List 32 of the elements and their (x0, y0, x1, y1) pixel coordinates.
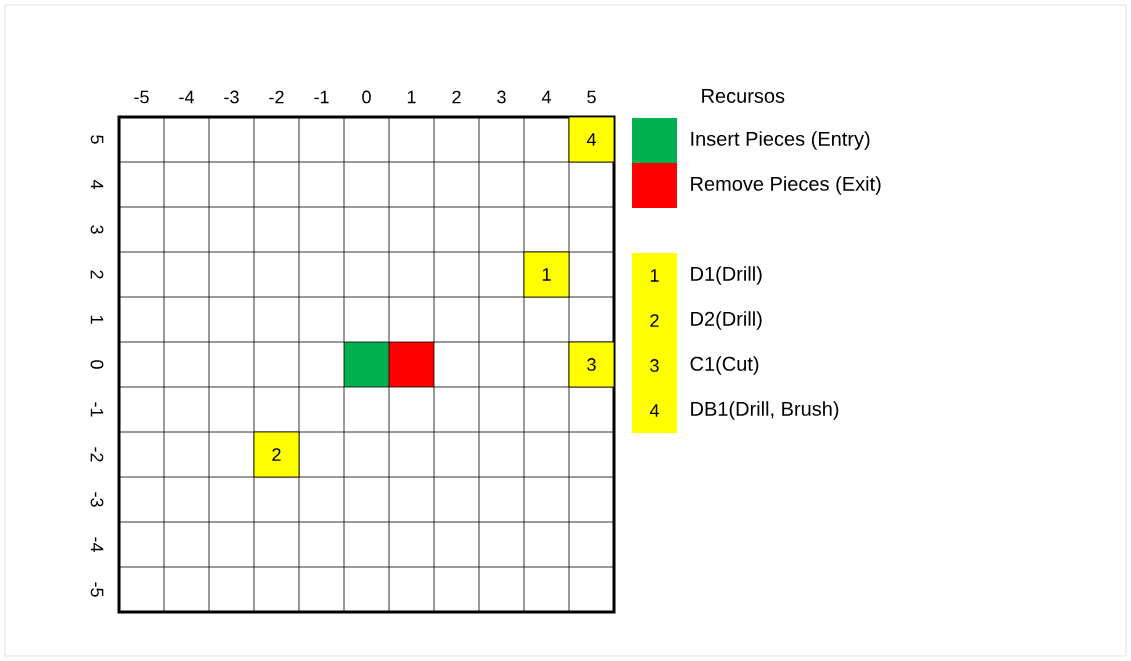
axis-tick-label: -5 (90, 582, 104, 597)
resource-cell: 4 (568, 116, 615, 163)
legend-label: DB1(Drill, Brush) (691, 401, 839, 420)
legend-label: D2(Drill) (691, 311, 762, 330)
resource-cell: 2 (253, 431, 300, 478)
legend-label: Insert Pieces (Entry) (691, 131, 870, 150)
legend-label: D1(Drill) (691, 266, 762, 285)
axis-tick-label: -2 (90, 447, 104, 462)
axis-tick-label: -1 (90, 402, 104, 417)
legend-label: Remove Pieces (Exit) (691, 176, 881, 195)
axis-tick-label: 0 (362, 90, 371, 104)
legend-label: C1(Cut) (690, 356, 759, 375)
axis-tick-label: 2 (90, 270, 104, 279)
axis-tick-label: 0 (90, 360, 104, 369)
axis-tick-label: 4 (90, 179, 104, 189)
resource-cell: 3 (568, 341, 615, 388)
axis-tick-label: -4 (179, 90, 194, 104)
axis-tick-label: 5 (90, 135, 104, 144)
axis-tick-label: -1 (314, 90, 329, 104)
axis-tick-label: -5 (134, 90, 149, 104)
axis-tick-label: 4 (541, 90, 551, 104)
axis-tick-label: 1 (90, 315, 104, 324)
axis-tick-label: 1 (407, 90, 416, 104)
axis-tick-label: -3 (224, 90, 239, 104)
axis-tick-label: -3 (90, 492, 104, 507)
axis-tick-label: -4 (90, 537, 104, 552)
axis-tick-label: 3 (497, 90, 506, 104)
resource-cell: 1 (523, 251, 570, 298)
legend-title: Recursos (702, 89, 785, 103)
axis-tick-label: 3 (90, 225, 104, 234)
axis-tick-label: -2 (269, 90, 284, 104)
axis-tick-label: 2 (452, 90, 461, 104)
